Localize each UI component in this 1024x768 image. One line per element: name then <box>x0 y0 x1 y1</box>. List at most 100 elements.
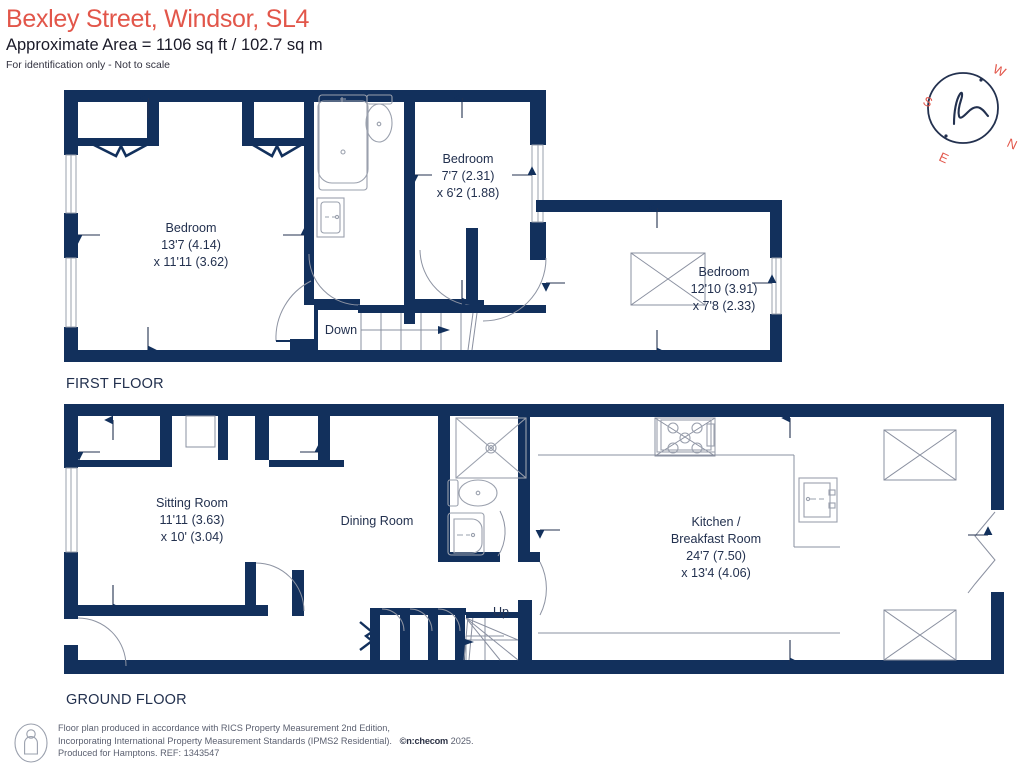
small-bedroom-dim1: 7'7 (2.31) <box>442 169 495 183</box>
stair-label-down: Down <box>325 323 357 337</box>
compass-rose: W S N E <box>921 61 1020 164</box>
door-arc-wc <box>497 510 506 557</box>
dimension-arrows-gf <box>74 413 993 667</box>
wall-gf-kitchen-right-b <box>991 592 1004 674</box>
wall-ff-rear-bottom <box>536 350 782 362</box>
disclaimer-note: For identification only - Not to scale <box>6 59 170 71</box>
wall-gf-wc-right-foot <box>518 552 540 562</box>
wall-gf-alcove-a <box>160 416 172 460</box>
dining-room-name: Dining Room <box>341 514 414 528</box>
door-arc-master-bedroom <box>275 280 312 342</box>
wall-ff-bath-right-b <box>404 229 415 324</box>
footer-line-2a: Incorporating International Property Mea… <box>58 735 392 746</box>
first-floor-plan: Down <box>64 90 782 362</box>
wall-gf-sitting-right <box>318 416 330 467</box>
wall-ff-alcove-a-sill <box>78 138 159 146</box>
footer: Floor plan produced in accordance with R… <box>14 722 474 763</box>
window-ff-left-upper <box>65 154 77 214</box>
shower-tray-fixture <box>455 417 527 479</box>
room-label-master-bedroom: Bedroom 13'7 (4.14) x 11'11 (3.62) <box>154 221 229 269</box>
sitting-room-name: Sitting Room <box>156 496 228 510</box>
window-gf-bay-center <box>185 415 216 448</box>
bathroom-basin-fixture <box>316 197 345 238</box>
footer-line-3: Produced for Hamptons. REF: 1343547 <box>58 748 220 759</box>
wall-ff-alcove-b <box>242 90 254 138</box>
wall-gf-hall-right <box>518 600 532 674</box>
rooflight-kitchen-lower <box>883 609 957 661</box>
basin-fixture-gf <box>447 512 485 556</box>
kitchen-worktops <box>538 454 840 634</box>
door-arc-sitting-room <box>255 562 305 612</box>
room-label-kitchen: Kitchen / Breakfast Room 24'7 (7.50) x 1… <box>671 515 761 580</box>
stair-label-up: Up <box>493 605 509 619</box>
wall-gf-kitchen-right-a <box>991 404 1004 510</box>
wall-ff-bed2-right-b <box>530 222 546 260</box>
compass-tick-s <box>944 134 948 138</box>
footer-line-2: Incorporating International Property Mea… <box>58 735 474 748</box>
wall-gf-left-a <box>64 404 78 468</box>
wall-ff-stair-top <box>358 305 546 313</box>
kitchen-name-line2: Breakfast Room <box>671 532 761 546</box>
ground-floor-caption: GROUND FLOOR <box>66 692 187 708</box>
small-bedroom-name: Bedroom <box>442 152 493 166</box>
bifold-doors-kitchen <box>967 511 996 594</box>
wall-gf-kitchen-bottom <box>530 660 1004 674</box>
room-label-small-bedroom: Bedroom 7'7 (2.31) x 6'2 (1.88) <box>437 152 500 200</box>
footer-year: 2025. <box>450 735 474 746</box>
wall-gf-bottom-left <box>64 660 530 674</box>
wall-gf-alcove-a-sill <box>78 460 172 467</box>
wall-gf-kitchen-top <box>530 404 1004 417</box>
wall-gf-left-b <box>64 552 78 619</box>
door-arc-front-entrance <box>77 617 127 667</box>
rooflight-kitchen-upper <box>883 429 957 481</box>
hob-fixture <box>654 417 716 457</box>
kitchen-sink-fixture <box>798 477 838 523</box>
wall-ff-bottom-left <box>64 350 546 362</box>
door-arc-bathroom <box>308 253 361 306</box>
understairs-cupboards <box>359 608 466 660</box>
wall-ff-bed2-door-jamb <box>466 228 478 310</box>
stairs-gf <box>462 612 519 661</box>
wall-gf-left-c <box>64 645 78 674</box>
wall-gf-wc-left-b <box>438 512 450 560</box>
dimension-arrows-ff <box>73 93 777 357</box>
rear-bedroom-name: Bedroom <box>698 265 749 279</box>
stairs-ff <box>360 312 478 351</box>
wall-ff-bed2-bottom <box>415 299 477 310</box>
approximate-area: Approximate Area = 1106 sq ft / 102.7 sq… <box>6 36 323 54</box>
wall-gf-sitting-jamb <box>245 562 256 616</box>
wall-ff-alcove-b-sill <box>242 138 312 146</box>
compass-tick-n <box>979 78 983 82</box>
kitchen-dim1: 24'7 (7.50) <box>686 549 746 563</box>
kitchen-name-line1: Kitchen / <box>691 515 741 529</box>
wall-ff-rear-top <box>536 200 782 212</box>
compass-ring <box>927 72 999 144</box>
ff-wardrobe-doors-left <box>87 140 153 158</box>
ff-wardrobe-doors-right <box>247 140 307 158</box>
door-arc-landing <box>482 257 547 322</box>
first-floor-caption: FIRST FLOOR <box>66 376 164 392</box>
ground-floor-plan: Up <box>64 404 1004 674</box>
rear-bedroom-dim2: x 7'8 (2.33) <box>693 299 756 313</box>
compass-needle-glyph <box>952 91 990 126</box>
room-label-rear-bedroom: Bedroom 12'10 (3.91) x 7'8 (2.33) <box>691 265 758 313</box>
wall-gf-wc-right-a <box>518 404 530 514</box>
wc-fixture-gf <box>447 479 498 507</box>
sitting-room-dim2: x 10' (3.04) <box>161 530 224 544</box>
footer-brand: ©n:checom <box>399 735 449 746</box>
wall-ff-master-right-a <box>304 90 314 145</box>
wall-gf-top-left <box>64 404 530 416</box>
kitchen-dim2: x 13'4 (4.06) <box>681 566 751 580</box>
footer-line-1: Floor plan produced in accordance with R… <box>58 723 390 733</box>
wall-ff-left-b <box>64 213 78 258</box>
bathtub-fixture <box>317 94 369 191</box>
person-in-circle-icon <box>14 723 48 763</box>
wall-ff-left-c <box>64 327 78 362</box>
wall-gf-wc-left-a <box>438 416 450 512</box>
window-gf-left <box>65 467 78 553</box>
wall-gf-alcove-c <box>255 416 269 460</box>
wall-gf-wc-right-b <box>518 514 530 562</box>
wall-ff-alcove-a <box>147 90 159 138</box>
